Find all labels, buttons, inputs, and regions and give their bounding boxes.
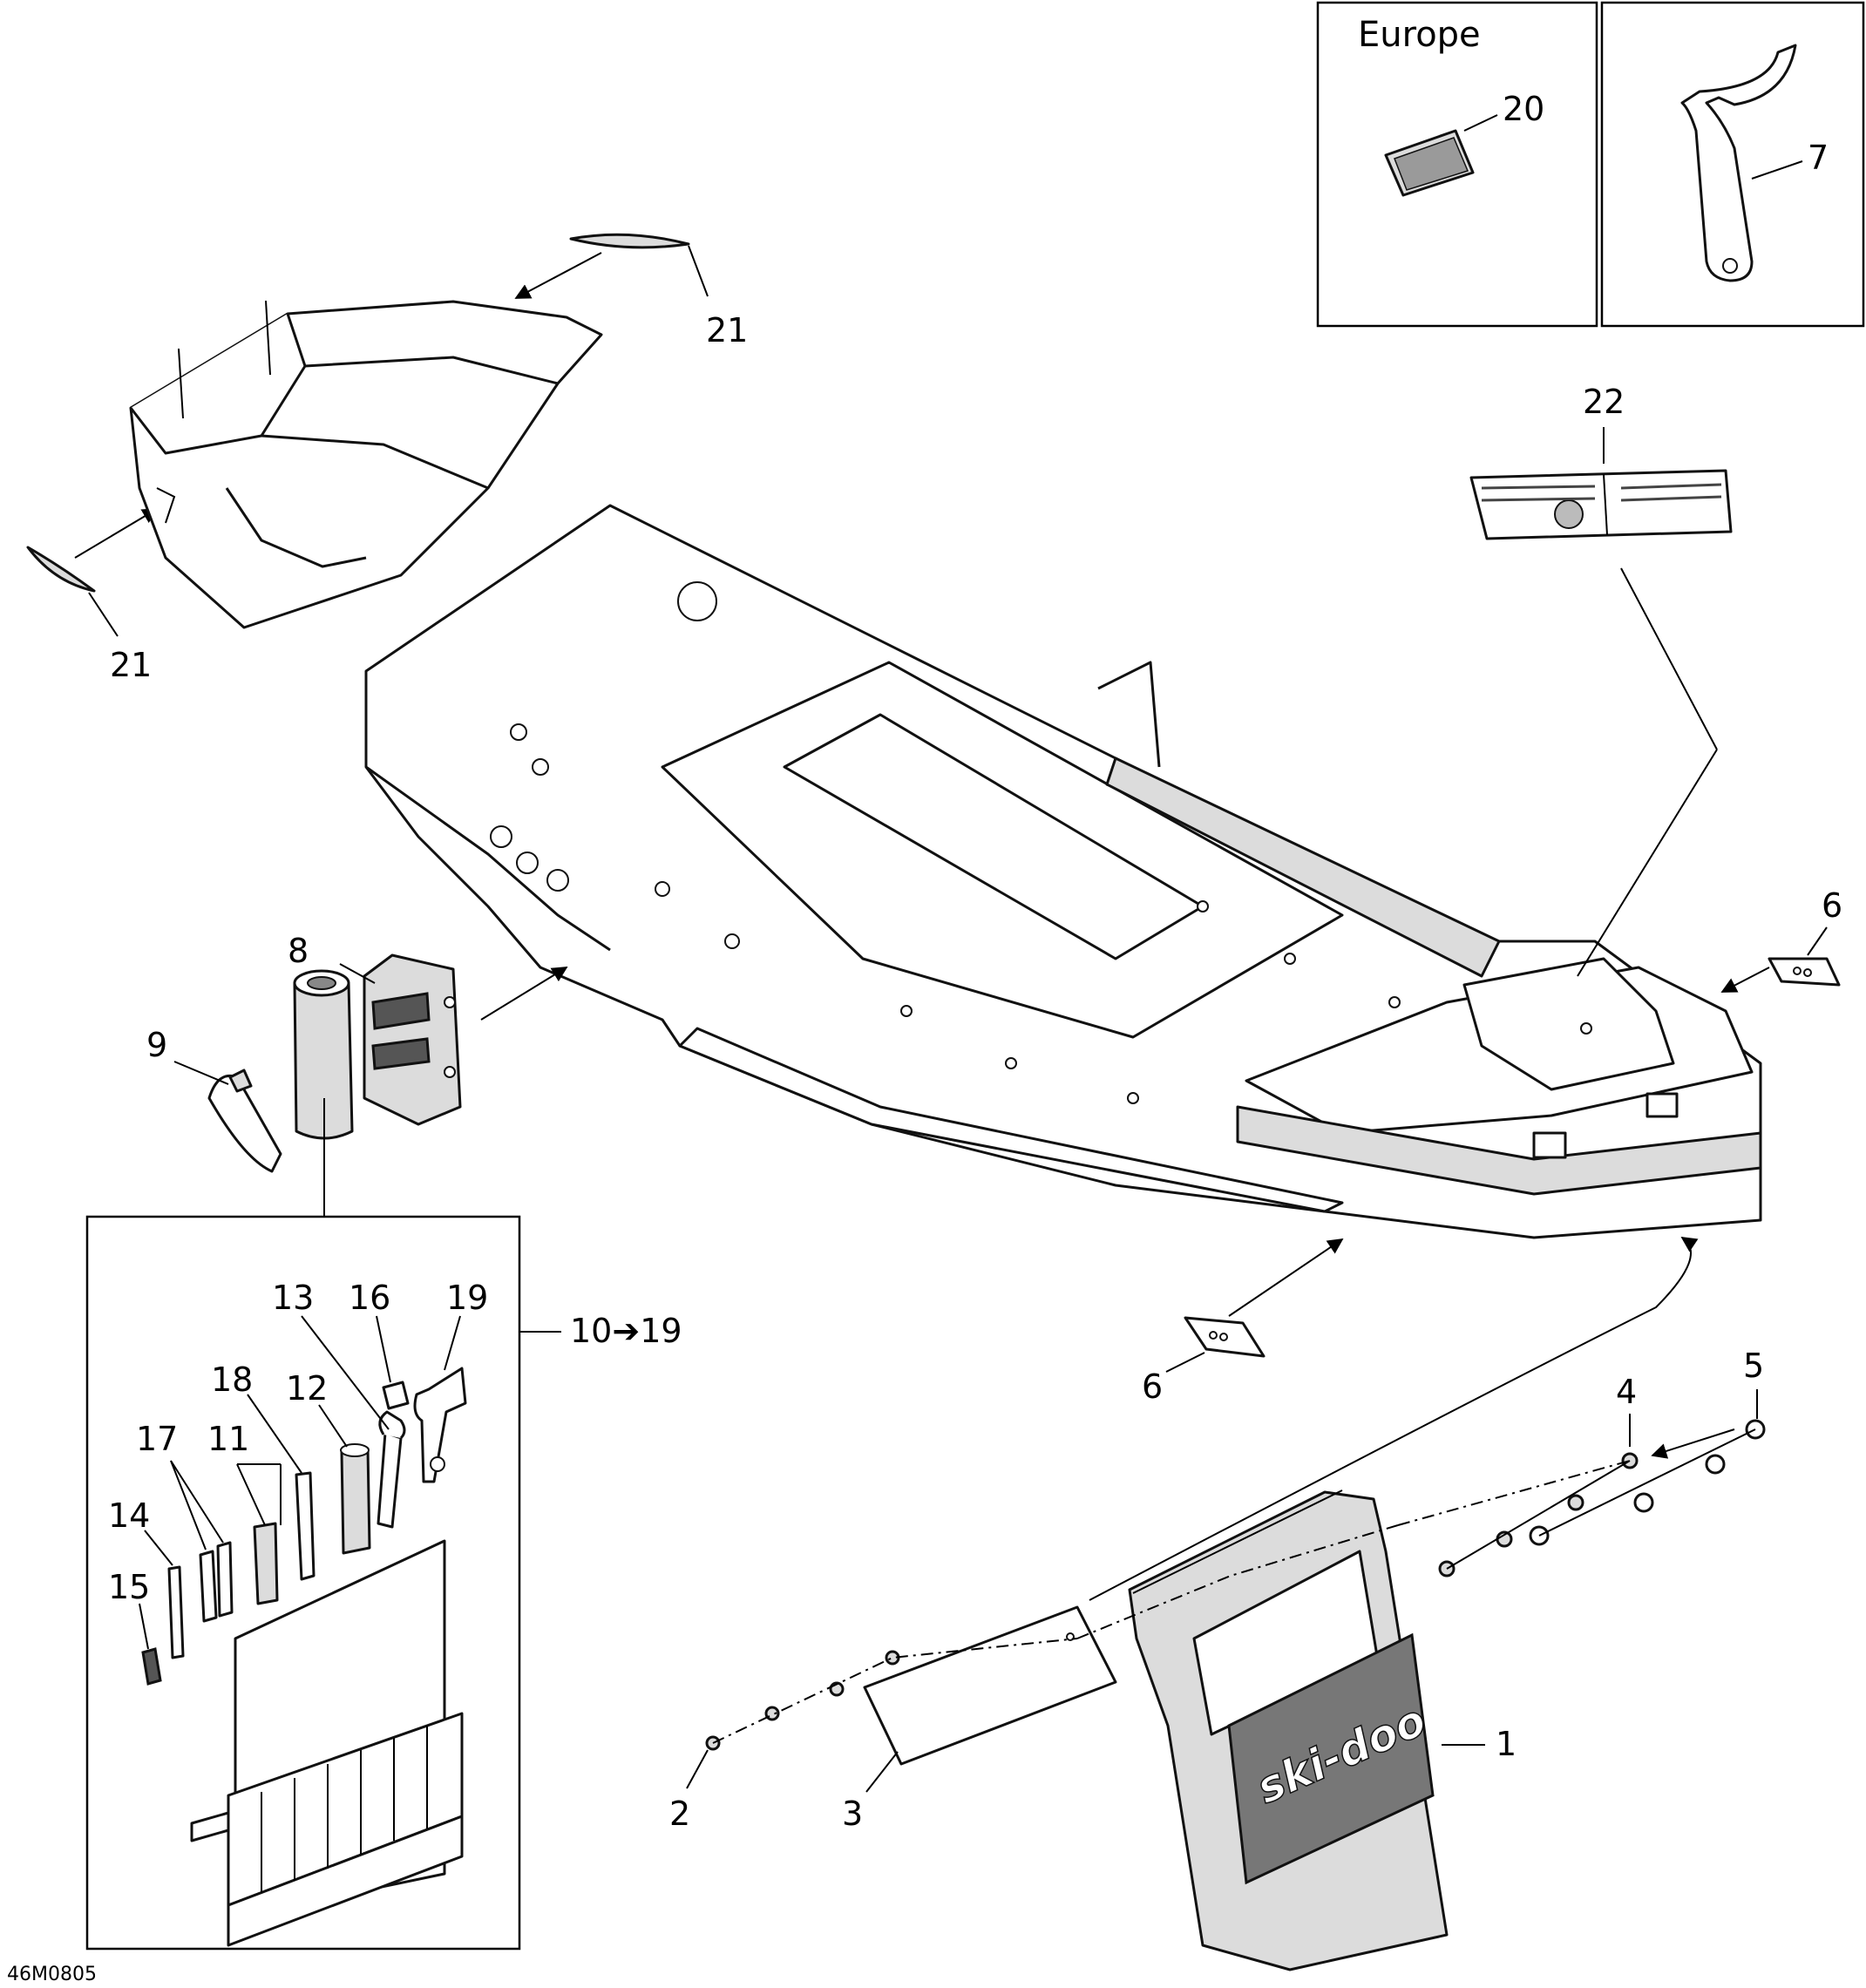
clip-part-16 xyxy=(382,1381,410,1410)
callout-9: 9 xyxy=(146,1026,167,1064)
callout-2: 2 xyxy=(669,1795,690,1833)
inset-europe: Europe 20 xyxy=(1316,1,1598,328)
callout-18: 18 xyxy=(211,1360,253,1399)
wrench-part-19 xyxy=(413,1367,467,1483)
tool-box-part-8 xyxy=(363,953,462,1126)
snow-flap-part-1: ski-doo xyxy=(1128,1489,1449,1971)
wrench-part-13 xyxy=(377,1410,406,1529)
drawing-ref-number: 46M0805 xyxy=(7,1964,97,1985)
callout-5: 5 xyxy=(1743,1347,1764,1385)
callout-22: 22 xyxy=(1583,383,1625,421)
warning-decal-part-22 xyxy=(1469,469,1733,540)
inset-tool: 7 xyxy=(1600,1,1865,328)
backing-plate-part-3 xyxy=(863,1605,1117,1766)
decal-part-21-left xyxy=(26,546,96,593)
tool-part-14 xyxy=(167,1565,185,1659)
callout-20: 20 xyxy=(1503,90,1544,128)
reflector-part-6-bottom xyxy=(1184,1316,1265,1358)
reflector-part-20 xyxy=(1384,129,1475,197)
callout-16: 16 xyxy=(349,1279,390,1317)
callout-21b: 21 xyxy=(110,646,152,684)
callout-6a: 6 xyxy=(1822,886,1842,925)
strap-part-9 xyxy=(207,1069,282,1173)
callout-21a: 21 xyxy=(706,311,748,349)
screwdriver-part-11 xyxy=(253,1464,282,1605)
tool-part-15 xyxy=(141,1647,162,1686)
callout-3: 3 xyxy=(842,1795,863,1833)
callout-15: 15 xyxy=(108,1568,150,1606)
callout-10-19: 10➔19 xyxy=(570,1312,682,1350)
callout-6b: 6 xyxy=(1142,1367,1163,1406)
inset-europe-label: Europe xyxy=(1358,15,1481,55)
callout-19: 19 xyxy=(446,1279,488,1317)
chassis-frame xyxy=(364,504,1762,1239)
callout-1: 1 xyxy=(1496,1725,1517,1763)
spanner-part-7 xyxy=(1680,44,1797,282)
callout-13: 13 xyxy=(272,1279,314,1317)
decal-part-21-top xyxy=(569,233,690,249)
callout-7: 7 xyxy=(1808,139,1829,177)
callout-8: 8 xyxy=(288,932,309,970)
extension-part-18 xyxy=(295,1471,316,1581)
hood-console xyxy=(129,300,603,629)
callout-14: 14 xyxy=(108,1496,150,1535)
callout-11: 11 xyxy=(207,1420,249,1458)
callout-4: 4 xyxy=(1616,1373,1637,1411)
tool-bag-cylinder xyxy=(293,969,354,1140)
reflector-part-6-right xyxy=(1768,957,1841,987)
tool-kit-inset: 10➔19 19 16 xyxy=(85,1215,682,1951)
callout-12: 12 xyxy=(286,1369,328,1408)
tool-pouch xyxy=(190,1539,464,1947)
tool-part-17 xyxy=(199,1541,234,1623)
callout-17: 17 xyxy=(136,1420,178,1458)
socket-part-12 xyxy=(340,1443,371,1555)
